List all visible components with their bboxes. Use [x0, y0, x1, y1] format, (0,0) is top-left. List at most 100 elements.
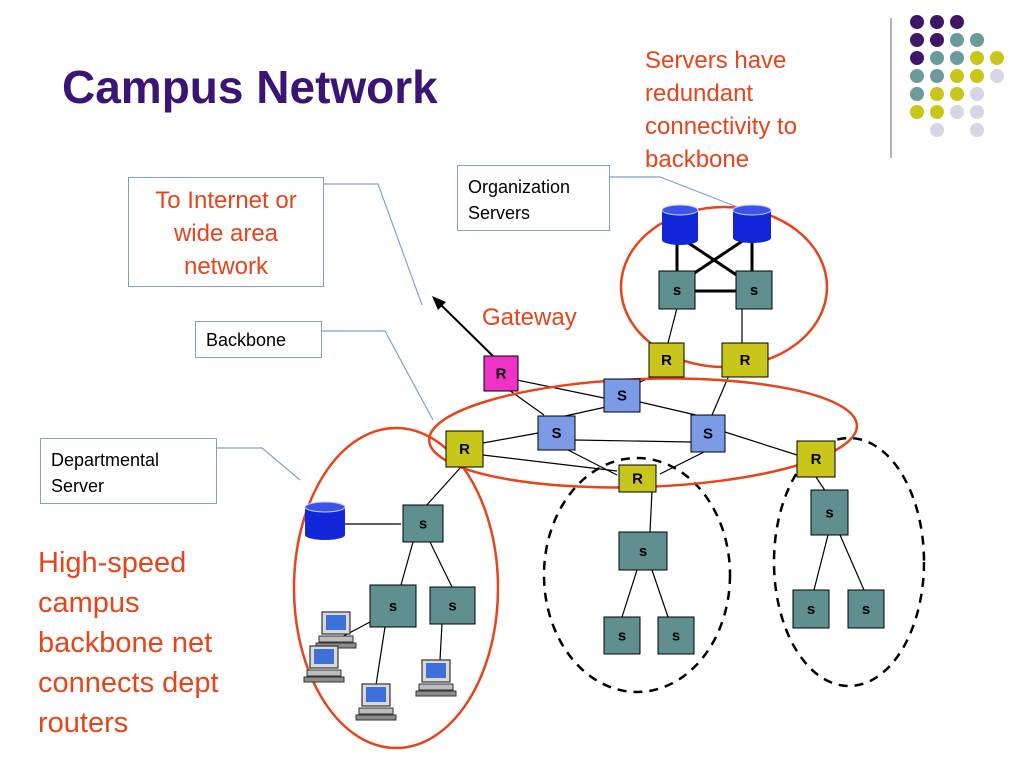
- router-dept-left-box: [445, 430, 484, 468]
- dept-server-callout: Departmental Server: [40, 438, 217, 504]
- decor-dot: [970, 69, 984, 83]
- decor-dot: [910, 87, 924, 101]
- mid-switch-b-label: s: [672, 628, 680, 645]
- decor-dot: [910, 51, 924, 65]
- router-org-2-box: [721, 342, 769, 378]
- link-s3-router-mid: [659, 451, 705, 475]
- dept-switch-b-label: s: [448, 598, 456, 615]
- link-right-switch-s1: [813, 534, 829, 591]
- link-s2-pc: [439, 623, 443, 661]
- dept-switch-a-label: s: [389, 598, 397, 615]
- backbone-switch-1-box: [603, 378, 641, 413]
- backbone-switch-1: S: [603, 378, 641, 413]
- link-backbone-s1-s2: [564, 406, 607, 417]
- decor-dot: [970, 87, 984, 101]
- department-cluster-middle: [542, 456, 732, 694]
- decor-dot: [930, 105, 944, 119]
- right-switch-a-box: [792, 589, 830, 629]
- internet-leader-line: [324, 183, 423, 306]
- decorative-dot-grid: [910, 15, 1004, 137]
- computer-2-icon: [303, 645, 345, 683]
- backbone-leader-line: [322, 330, 434, 421]
- link-dept-switch-s2: [429, 541, 453, 588]
- mid-switch-label: s: [639, 543, 647, 560]
- departmental-highlight: [292, 426, 500, 750]
- decor-dot: [970, 123, 984, 137]
- org-switch-2-box: [735, 270, 773, 310]
- dept-switch: s: [402, 504, 444, 543]
- right-switch: s: [810, 489, 849, 536]
- computer-1-icon: [315, 611, 357, 649]
- decor-dot: [950, 51, 964, 65]
- link-right-switch-s2: [839, 534, 865, 591]
- router-dept-mid-box: [618, 464, 657, 493]
- dept-database-icon: [304, 501, 346, 540]
- backbone-switch-2: S: [537, 415, 576, 451]
- backbone-switch-3-box: [690, 414, 726, 453]
- dept-switch-a: s: [369, 584, 417, 628]
- decor-dot: [910, 15, 924, 29]
- router-dept-right-box: [796, 440, 836, 478]
- router-dept-left-label: R: [459, 441, 470, 458]
- mid-switch-a-label: s: [618, 628, 626, 645]
- router-org-1-label: R: [661, 352, 672, 369]
- backbone-switch-2-label: S: [551, 425, 561, 442]
- backbone-switch-2-box: [537, 415, 576, 451]
- decor-dot: [970, 51, 984, 65]
- right-switch-b-box: [847, 589, 885, 629]
- decor-dot: [990, 69, 1004, 83]
- org-database-1-icon: [661, 204, 699, 245]
- link-router-dept-switch: [424, 466, 462, 508]
- router-dept-right: R: [796, 440, 836, 478]
- dept-switch-box: [402, 504, 444, 543]
- internet-callout: To Internet or wide area network: [128, 177, 324, 287]
- slide-title: Campus Network: [62, 61, 438, 113]
- backbone-callout: Backbone: [195, 321, 322, 358]
- gateway-label: Gateway: [482, 304, 577, 331]
- link-mid-switch-s1: [621, 569, 638, 618]
- org-switch-1: s: [658, 270, 696, 310]
- decor-dot: [950, 87, 964, 101]
- dept-switch-label: s: [419, 516, 427, 533]
- decor-dot: [930, 15, 944, 29]
- link-s1-pc: [375, 626, 386, 686]
- org-database-2-icon: [732, 204, 772, 243]
- link-s3-router-right: [724, 431, 798, 456]
- link-router-mid-switch: [649, 490, 653, 533]
- router-dept-mid: R: [618, 464, 657, 493]
- gateway-router-label: R: [496, 366, 507, 383]
- computer-4-icon: [415, 659, 457, 697]
- decor-dot: [990, 51, 1004, 65]
- decor-dot: [930, 69, 944, 83]
- right-switch-a-label: s: [807, 601, 815, 618]
- link-mid-switch-s2: [651, 569, 669, 618]
- router-org-2-label: R: [740, 352, 751, 369]
- router-dept-right-label: R: [811, 451, 822, 468]
- mid-switch-b-box: [657, 616, 695, 655]
- right-switch-b-label: s: [862, 601, 870, 618]
- mid-switch-box: [618, 531, 668, 571]
- right-switch-b: s: [847, 589, 885, 629]
- mid-switch-a: s: [603, 616, 641, 655]
- router-org-1-box: [648, 342, 685, 378]
- link-router-dept-mid: [482, 454, 618, 472]
- org-servers-callout: Organization Servers: [457, 165, 610, 231]
- decor-dot: [930, 33, 944, 47]
- link-backbone-s1-s3: [639, 401, 701, 417]
- decor-dot: [950, 15, 964, 29]
- computer-3-icon: [355, 683, 397, 721]
- mid-switch-a-box: [603, 616, 641, 655]
- gateway-router: R: [483, 355, 519, 392]
- backbone-switch-3-label: S: [703, 426, 713, 443]
- link-gateway-backbone: [516, 379, 605, 399]
- right-switch-box: [810, 489, 849, 536]
- org-switch-1-label: s: [673, 282, 681, 299]
- dept-switch-b: s: [429, 586, 476, 625]
- router-org-1: R: [648, 342, 685, 378]
- decor-dot: [910, 105, 924, 119]
- decor-dot: [930, 51, 944, 65]
- decor-dot: [930, 87, 944, 101]
- router-dept-mid-label: R: [632, 471, 643, 488]
- mid-switch-b: s: [657, 616, 695, 655]
